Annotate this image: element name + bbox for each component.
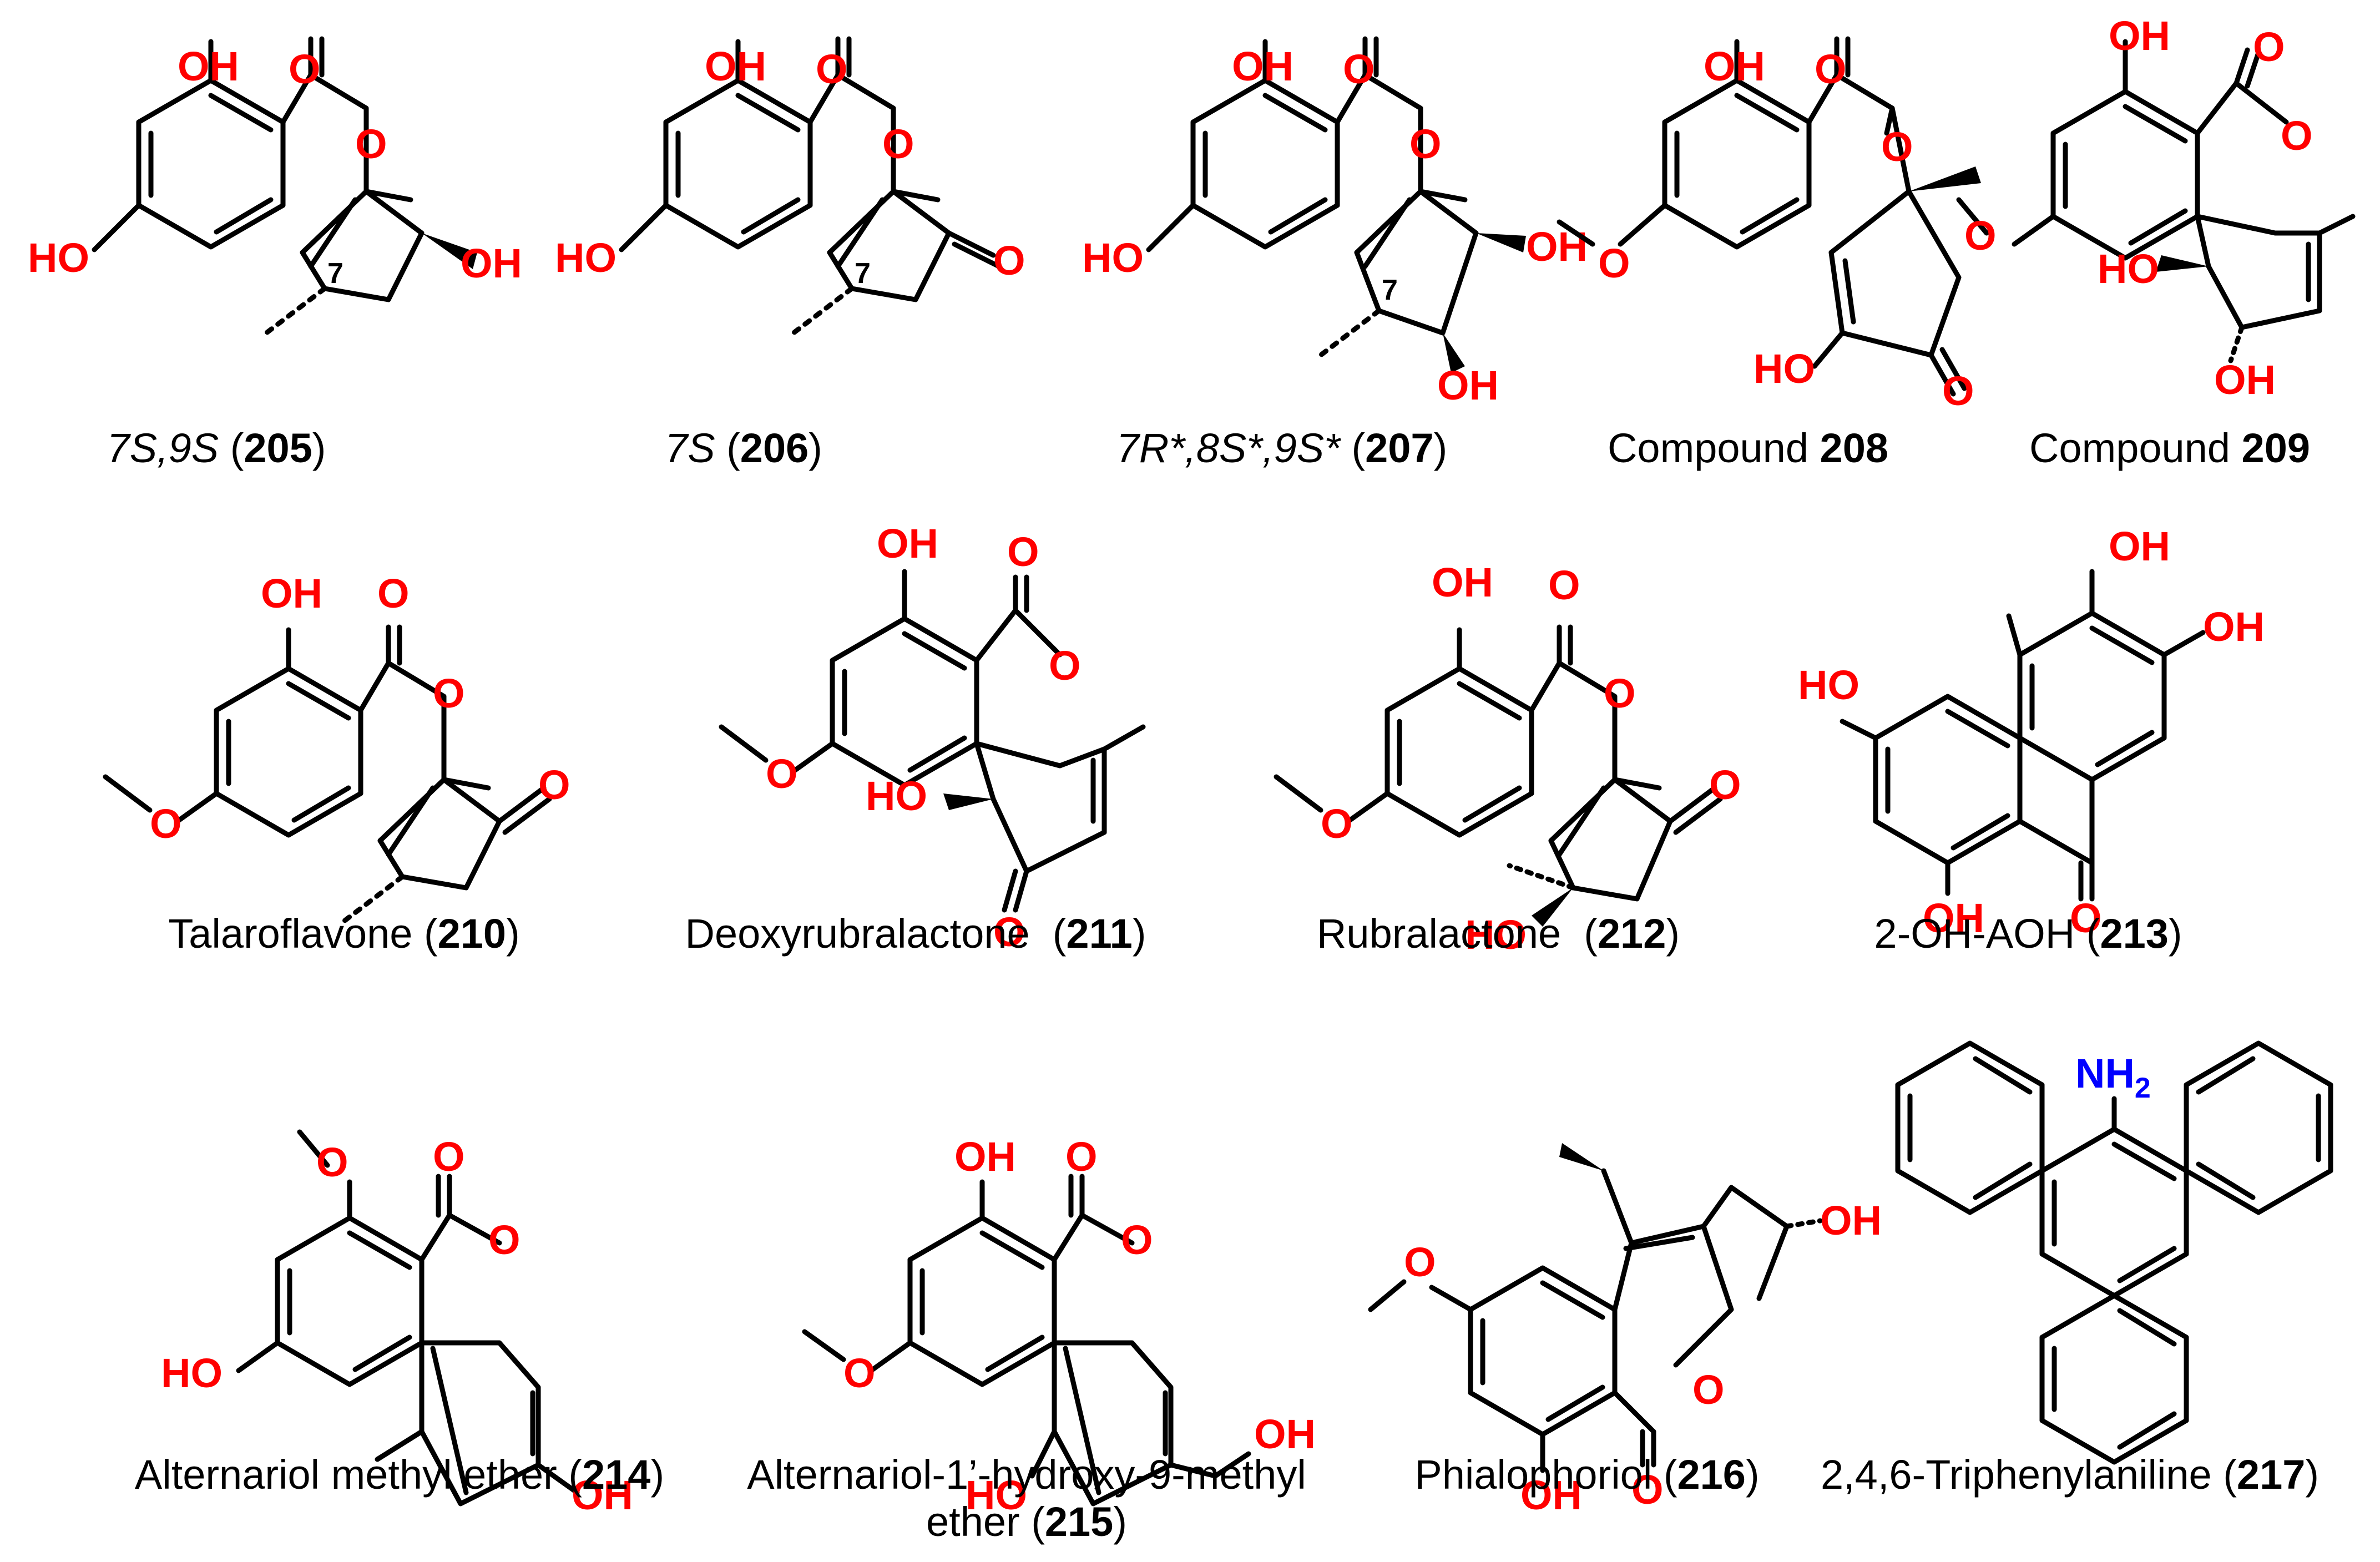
atom-o: O xyxy=(2253,24,2285,70)
atom-o: O xyxy=(1604,670,1636,716)
compound-caption-211: Deoxyrubralactone (211) xyxy=(685,911,1146,957)
compound-caption-208: Compound 208 xyxy=(1607,425,1889,471)
compound-caption-213: 2-OH-AOH (213) xyxy=(1874,911,2182,957)
atom-oh: OH xyxy=(261,570,322,616)
atom-oh: OH xyxy=(877,520,938,567)
structure-209 xyxy=(1956,39,2356,363)
compound-caption-206: 7S (206) xyxy=(665,425,822,471)
atom-o: O xyxy=(1121,1217,1153,1263)
atom-oh: OH xyxy=(572,1472,633,1518)
atom-o: O xyxy=(2070,895,2102,941)
atom-o: O xyxy=(1404,1239,1436,1285)
atom-o: O xyxy=(2281,113,2313,159)
atom-o: O xyxy=(816,46,848,92)
atom-oh: OH xyxy=(2109,13,2170,59)
atom-o: O xyxy=(1815,46,1847,92)
atom-oh: OH xyxy=(2214,357,2276,403)
atom-oh: OH xyxy=(1820,1197,1882,1243)
atom-o: O xyxy=(377,570,410,616)
atom-oh: OH xyxy=(705,43,766,89)
compound-caption-217: 2,4,6-Triphenylaniline (217) xyxy=(1820,1452,2320,1498)
compound-caption-214: Alternariol methyl ether (214) xyxy=(134,1452,665,1498)
atom-oh: OH xyxy=(1432,559,1493,605)
atom-oh: OH xyxy=(2109,523,2170,569)
atom-ho: HO xyxy=(2098,246,2159,292)
atom-o: O xyxy=(882,121,914,167)
atom-o: O xyxy=(843,1350,876,1396)
structure-215 xyxy=(802,1174,1251,1507)
atom-o: O xyxy=(1709,762,1741,808)
atom-o: O xyxy=(1692,1367,1725,1413)
atom-o: O xyxy=(1548,562,1580,608)
atom-o: O xyxy=(1598,240,1630,286)
atom-o: O xyxy=(993,909,1025,955)
atom-o: O xyxy=(1964,213,1997,259)
position-7-label: 7 xyxy=(327,257,343,290)
structure-207 xyxy=(1146,36,1526,373)
structure-214 xyxy=(236,1129,580,1507)
atom-oh: OH xyxy=(1520,1472,1582,1518)
position-7-label: 7 xyxy=(1382,274,1398,306)
atom-oh: OH xyxy=(178,43,239,89)
structure-205 xyxy=(92,36,477,336)
atom-ho: HO xyxy=(555,235,617,281)
atom-ho: HO xyxy=(28,235,89,281)
atom-o: O xyxy=(1065,1134,1098,1180)
atom-o: O xyxy=(1007,529,1039,575)
atom-ho: HO xyxy=(1798,662,1859,708)
atom-o: O xyxy=(1343,46,1375,92)
structure-217 xyxy=(1895,1040,2333,1465)
atom-o: O xyxy=(766,751,798,797)
structure-213 xyxy=(1840,569,2206,902)
structure-208 xyxy=(1557,36,1981,397)
atom-o: O xyxy=(1881,124,1913,170)
atom-ho: HO xyxy=(866,773,927,819)
atom-oh: OH xyxy=(1254,1411,1316,1457)
structure-210 xyxy=(103,624,552,924)
atom-oh: OH xyxy=(1923,895,1984,941)
atom-oh: OH xyxy=(2203,604,2265,650)
atom-o: O xyxy=(1049,643,1081,689)
atom-o: O xyxy=(1631,1467,1664,1513)
atom-ho: HO xyxy=(1754,346,1815,392)
structure-216 xyxy=(1368,1143,1823,1473)
atom-o: O xyxy=(355,121,387,167)
atom-o: O xyxy=(1321,801,1353,847)
compound-caption-212: Rubralactone (212) xyxy=(1316,911,1680,957)
compound-caption-216: Phialophoriol (216) xyxy=(1414,1452,1760,1498)
structure-212 xyxy=(1274,624,1723,927)
atom-oh: OH xyxy=(1704,43,1765,89)
atom-ho: HO xyxy=(1082,235,1144,281)
atom-oh: OH xyxy=(1437,362,1499,408)
atom-o: O xyxy=(150,801,182,847)
atom-oh: OH xyxy=(1232,43,1293,89)
atom-o: O xyxy=(316,1139,348,1185)
compound-caption-209: Compound 209 xyxy=(2029,425,2311,471)
compound-caption-205: 7S,9S (205) xyxy=(107,425,326,471)
compound-caption-210: Talaroflavone (210) xyxy=(168,911,520,957)
atom-ho: HO xyxy=(161,1350,223,1396)
structure-206 xyxy=(619,36,1002,336)
atom-ho: HO xyxy=(1465,912,1527,958)
atom-oh: OH xyxy=(954,1134,1016,1180)
atom-oh: OH xyxy=(461,240,522,286)
atom-o: O xyxy=(433,670,465,716)
atom-o: O xyxy=(1409,121,1442,167)
atom-nh2: NH2 xyxy=(2075,1050,2151,1104)
atom-o: O xyxy=(1942,368,1974,414)
atom-o: O xyxy=(993,237,1025,284)
atom-o: O xyxy=(538,762,570,808)
atom-o: O xyxy=(488,1217,521,1263)
atom-o: O xyxy=(433,1134,465,1180)
atom-oh: OH xyxy=(1526,224,1588,270)
atom-o: O xyxy=(289,46,321,92)
position-7-label: 7 xyxy=(855,257,871,290)
atom-ho: HO xyxy=(966,1472,1027,1518)
compound-caption-207: 7R*,8S*,9S* (207) xyxy=(1116,425,1448,471)
structure-211 xyxy=(719,569,1146,913)
